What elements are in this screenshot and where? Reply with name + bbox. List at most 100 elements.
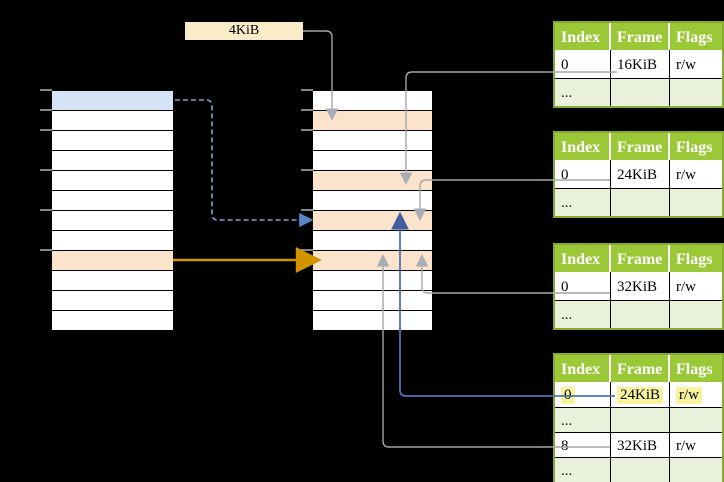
table-cell: ... [555,301,611,328]
physical-memory-column [313,90,432,331]
tick-mark [301,169,313,171]
arrow-virtual-page0-to-frame-24kib [175,99,314,228]
physical-frame-row-8 [313,251,432,271]
table-cell [670,408,722,432]
physical-frame-row-0 [313,91,432,111]
table-row: 0 24KiB r/w [555,382,722,407]
table-cell-value: 24KiB [617,387,664,404]
table-row: 0 16KiB r/w [555,50,722,78]
table-row: ... [555,188,722,216]
table-cell: ... [555,408,611,432]
physical-frame-row-10 [313,291,432,311]
column-header-frame: Frame [611,245,670,272]
table-cell: 32KiB [611,272,670,300]
virtual-page-row-9 [52,271,173,291]
column-header-flags: Flags [676,360,713,378]
table-cell-value: ... [561,85,573,101]
virtual-memory-column [52,90,173,331]
table-cell [670,79,722,106]
table-cell-value: 0 [561,166,569,183]
virtual-page-row-8 [52,251,173,271]
virtual-page-row-2 [52,131,173,151]
virtual-page-row-7 [52,231,173,251]
physical-frame-row-11 [313,311,432,331]
table-cell-value: r/w [676,387,702,404]
table-cell-value: ... [561,462,573,479]
physical-frame-row-5 [313,191,432,211]
virtual-page-row-10 [52,291,173,311]
physical-frame-row-3 [313,151,432,171]
virtual-page-row-1 [52,111,173,131]
column-header-flags: Flags [676,250,713,268]
table-cell-value: 32KiB [617,437,658,454]
tick-mark [301,209,313,211]
tick-mark [40,129,52,131]
tick-mark [301,129,313,131]
table-cell: 32KiB [611,433,670,457]
table-cell: 0 [555,50,611,78]
tick-mark [301,89,313,91]
tick-mark [40,209,52,211]
table-cell-value: r/w [676,56,696,73]
table-row: ... [555,407,722,432]
table-cell-value: 0 [561,56,569,73]
column-header-index: Index [555,245,611,272]
table-cell-value: 32KiB [617,278,658,295]
tick-mark [40,169,52,171]
table-cell-value: 0 [561,387,575,404]
table-cell [611,458,670,482]
table-cell: 0 [555,382,611,407]
table-cell-value: ... [561,412,573,429]
table-cell-value: 16KiB [617,56,658,73]
virtual-page-row-3 [52,151,173,171]
column-header-flags: Flags [676,28,713,46]
virtual-memory-ticks [40,89,52,332]
virtual-page-row-11 [52,311,173,331]
table-cell: 0 [555,272,611,300]
table-cell: r/w [670,382,722,407]
page-size-label: 4KiB [185,22,303,40]
column-header-frame: Frame [611,355,670,382]
table-cell: ... [555,189,611,216]
table-cell: r/w [670,272,722,300]
table-cell-value: r/w [676,166,696,183]
virtual-page-row-6 [52,211,173,231]
column-header-frame: Frame [611,133,670,160]
table-row: 8 32KiB r/w [555,432,722,457]
table-cell: 24KiB [611,382,670,407]
table-cell [611,189,670,216]
table-cell [670,301,722,328]
physical-frame-row-9 [313,271,432,291]
tick-mark [40,249,52,251]
column-header-index: Index [555,23,611,50]
table-cell [611,301,670,328]
column-header-flags: Flags [676,138,713,156]
column-header-index: Index [555,355,611,382]
virtual-page-row-5 [52,191,173,211]
physical-frame-row-6 [313,211,432,231]
table-row: 0 24KiB r/w [555,160,722,188]
table-cell: 0 [555,160,611,188]
table-cell [670,458,722,482]
tick-mark [301,249,313,251]
table-cell-value: ... [561,195,573,211]
table-cell-value: r/w [676,437,696,454]
table-row: ... [555,300,722,328]
column-header-frame: Frame [611,23,670,50]
table-cell-value: 24KiB [617,166,658,183]
table-cell: 8 [555,433,611,457]
table-cell: ... [555,79,611,106]
virtual-page-row-0 [52,91,173,111]
tick-mark [301,109,313,111]
table-cell-value: ... [561,307,573,323]
tick-mark [40,89,52,91]
